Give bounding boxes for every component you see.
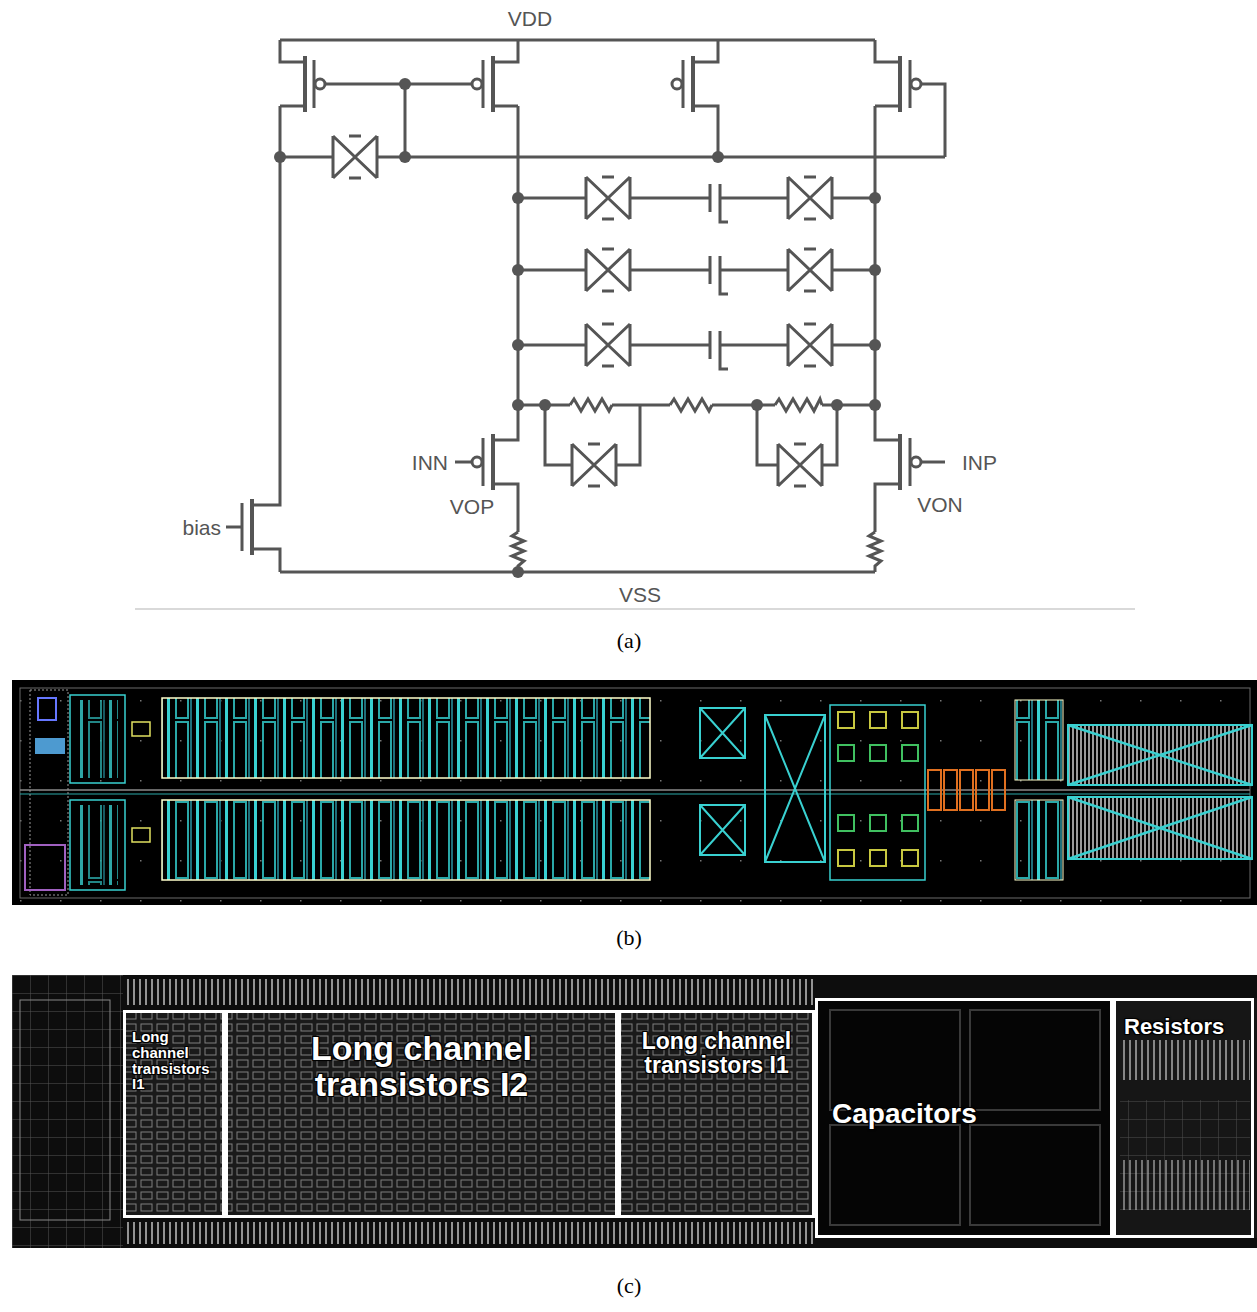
wire (404, 84, 407, 157)
gate-wire (921, 461, 945, 464)
transmission-gate (333, 136, 377, 178)
pmos-bubble (911, 457, 921, 467)
die-region-box: Capacitors (815, 998, 1113, 1238)
wire (518, 269, 875, 272)
transmission-gate (586, 177, 630, 219)
transmission-gate (572, 444, 616, 486)
vdd-rail (280, 39, 875, 42)
transmission-gate (788, 177, 832, 219)
gate-wire (921, 84, 945, 157)
pmos-bubble (472, 79, 482, 89)
pmos-bubble (911, 79, 921, 89)
region-label: Long channel transistors I2 (238, 1031, 605, 1102)
gate-wire (455, 461, 472, 464)
die-photo (12, 975, 1257, 1248)
pmos-bubble (315, 79, 325, 89)
transmission-gate (586, 324, 630, 366)
wire (518, 197, 875, 200)
wire (757, 405, 837, 465)
pmos-channel (898, 56, 902, 112)
nmos-channel (250, 499, 254, 555)
junction-dots (274, 78, 881, 578)
die-region-box: Long channel transistors I2 (225, 1010, 618, 1218)
pmos-leads (493, 484, 518, 532)
signal-name: INN (412, 452, 448, 473)
transmission-gate (586, 249, 630, 291)
nmos-leads (252, 549, 280, 572)
resistor-symbol (670, 399, 712, 411)
wire (545, 405, 640, 465)
panel-caption: (b) (616, 927, 642, 949)
capacitor-symbol (710, 184, 728, 222)
transmission-gates (333, 136, 832, 486)
separator-line (135, 608, 1135, 610)
pmos-leads (875, 484, 900, 532)
pmos-leads (280, 40, 305, 106)
wire (252, 106, 280, 505)
pmos-leads (693, 40, 718, 157)
region-label: Resistors (1124, 1015, 1243, 1038)
wire (518, 344, 875, 347)
region-label: Capacitors (832, 1099, 1096, 1128)
capacitor-symbol (710, 331, 728, 369)
region-label: Long channel transistors I1 (627, 1029, 806, 1077)
panel-caption: (a) (617, 630, 641, 652)
pmos-bubble (472, 457, 482, 467)
vss-rail (280, 571, 875, 574)
signal-name: VSS (619, 584, 661, 605)
capacitor-symbol (710, 256, 728, 294)
signal-name: VDD (508, 8, 552, 29)
resistor-symbol (570, 399, 612, 411)
pmos-channel (898, 434, 902, 490)
die-region-box: Resistors (1113, 998, 1254, 1238)
transmission-gate (788, 249, 832, 291)
pmos-bubble (672, 79, 682, 89)
transmission-gate (778, 444, 822, 486)
region-label: Long channel transistors I1 (132, 1029, 216, 1092)
signal-name: VOP (450, 496, 494, 517)
pmos-channel (303, 56, 307, 112)
resistor-symbol (775, 399, 822, 411)
pmos-channel (491, 434, 495, 490)
pmos-channel (691, 56, 695, 112)
layout-view (12, 680, 1257, 905)
panel-caption: (c) (617, 1275, 641, 1297)
signal-name: bias (182, 517, 221, 538)
signal-name: INP (962, 452, 997, 473)
die-region-box: Long channel transistors I1 (618, 1010, 815, 1218)
die-region-box: Long channel transistors I1 (123, 1010, 225, 1218)
transmission-gate (788, 324, 832, 366)
gate-wire (226, 526, 242, 529)
wire (280, 156, 945, 159)
signal-name: VON (917, 494, 963, 515)
pmos-leads (875, 40, 900, 106)
resistor-symbol (869, 532, 881, 572)
pmos-channel (491, 56, 495, 112)
pmos-leads (493, 40, 518, 106)
schematic (226, 40, 945, 572)
gate-wire (325, 83, 472, 86)
